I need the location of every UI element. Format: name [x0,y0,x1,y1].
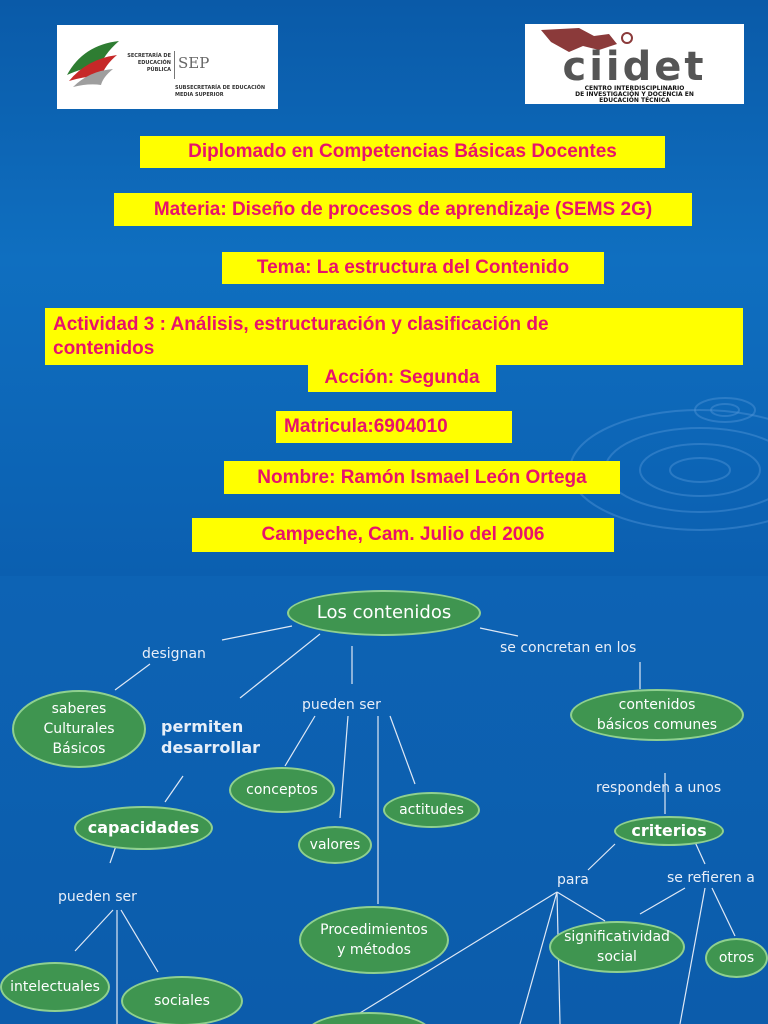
label-se-concretan: se concretan en los [500,640,637,656]
node-saberes-culturales: saberes Culturales Básicos [12,690,146,768]
ciidet-caption-line: DE INVESTIGACIÓN Y DOCENCIA EN [575,91,694,98]
ciidet-wordmark: ciidet [562,44,707,90]
label-designan: designan [142,646,206,662]
node-line: Culturales [43,721,115,737]
node-los-contenidos: Los contenidos [287,590,481,636]
sep-subtitle-line: SUBSECRETARÍA DE EDUCACIÓN [175,85,266,91]
node-capacidades: capacidades [74,806,213,850]
label-permiten-desarrollar: permiten desarrollar [161,716,271,758]
node-line: Básicos [52,741,106,757]
ciidet-caption-line: EDUCACIÓN TÉCNICA [599,97,670,104]
node-sociales: sociales [121,976,243,1024]
map-emblem-icon [541,28,633,52]
ciidet-caption-line: CENTRO INTERDISCIPLINARIO [584,85,685,92]
accion-box: Acción: Segunda [308,364,496,392]
matricula-box: Matricula:6904010 [276,411,512,443]
ciidet-logo: ciidet CENTRO INTERDISCIPLINARIO DE INVE… [525,24,744,104]
node-line: contenidos [618,697,696,713]
node-intelectuales: intelectuales [0,962,110,1012]
label-se-refieren: se refieren a [667,870,755,886]
title-slide: SECRETARÍA DE EDUCACIÓN PÚBLICA SEP SUBS… [0,0,768,576]
sep-seal-line: PÚBLICA [146,67,171,73]
node-criterios: criterios [614,816,724,846]
node-line: significatividad [564,929,670,945]
node-line: básicos comunes [596,717,718,733]
label-pueden-ser-1: pueden ser [302,697,381,713]
node-conceptos: conceptos [229,767,335,813]
label-para: para [557,872,589,888]
node-otros: otros [705,938,768,978]
sep-seal-line: SECRETARÍA DE [127,53,171,59]
node-line: saberes [51,701,107,717]
node-line: y métodos [337,942,411,958]
label-responden: responden a unos [596,780,722,796]
sep-subtitle-line: MEDIA SUPERIOR [175,92,224,98]
sep-abbr: SEP [178,54,210,72]
actividad-line: contenidos [53,337,155,359]
node-actitudes: actitudes [383,792,480,828]
nombre-box: Nombre: Ramón Ismael León Ortega [224,461,620,494]
diplomado-title: Diplomado en Competencias Básicas Docent… [140,136,665,168]
tema-box: Tema: La estructura del Contenido [222,252,604,284]
eagle-emblem-icon [67,41,119,87]
sep-seal-line: EDUCACIÓN [137,60,171,66]
sep-logo: SECRETARÍA DE EDUCACIÓN PÚBLICA SEP SUBS… [57,25,278,109]
label-line: permiten [161,717,244,736]
concept-map-slide: Los contenidos saberes Culturales Básico… [0,576,768,1024]
node-line: social [597,949,637,965]
actividad-box: Actividad 3 : Análisis, estructuración y… [45,308,743,365]
connector-lines [74,625,736,1024]
node-significatividad: significatividad social [549,921,685,973]
node-valores: valores [298,826,372,864]
node-contenidos-basicos: contenidos básicos comunes [570,689,744,741]
lugar-fecha-box: Campeche, Cam. Julio del 2006 [192,518,614,552]
materia-box: Materia: Diseño de procesos de aprendiza… [114,193,692,226]
node-procedimientos: Procedimientos y métodos [299,906,449,974]
node-line: Procedimientos [320,922,428,938]
label-pueden-ser-2: pueden ser [58,889,137,905]
actividad-line: Actividad 3 : Análisis, estructuración y… [53,313,549,335]
label-line: desarrollar [161,738,261,757]
